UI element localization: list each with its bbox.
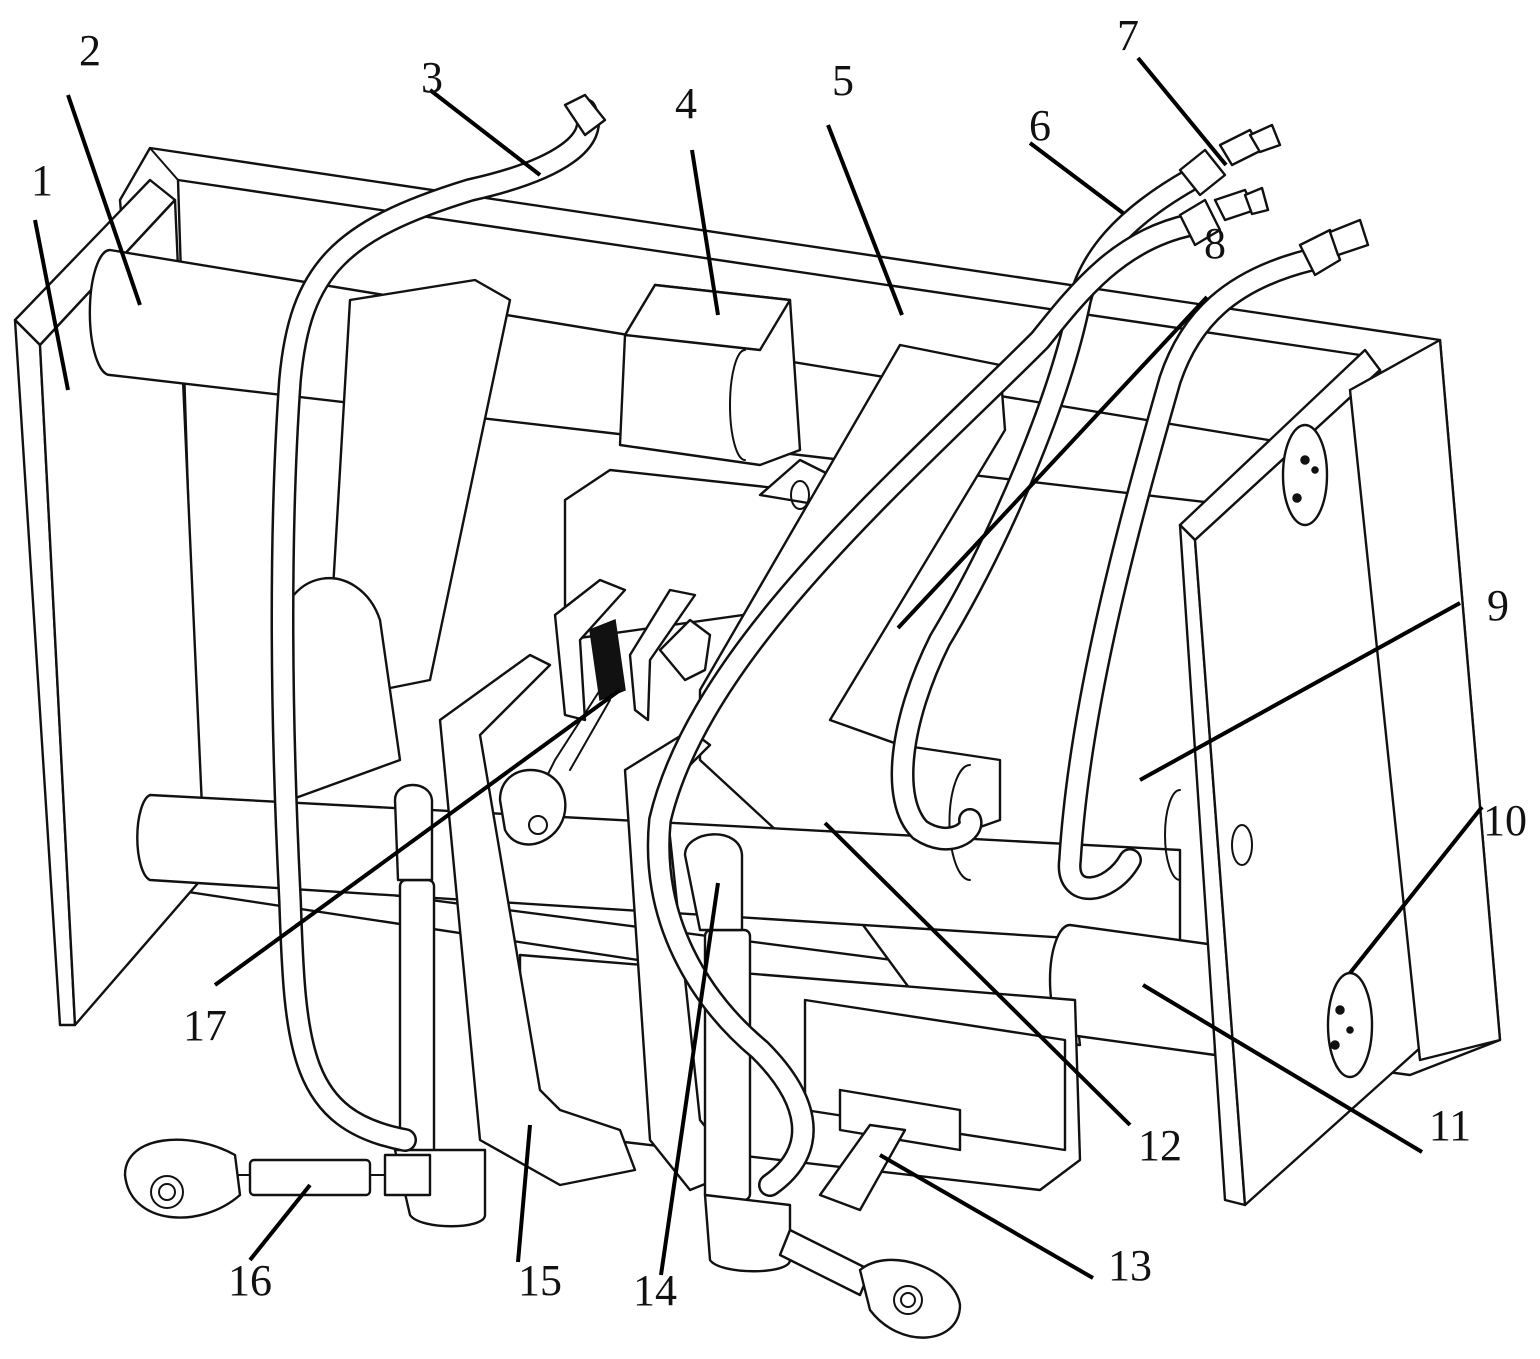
coupler-2 (1178, 186, 1270, 247)
leader-line-17 (213, 688, 622, 987)
callout-14: 14 (633, 882, 720, 1315)
callout-number-5: 5 (832, 56, 854, 105)
callout-9: 9 (1139, 581, 1509, 782)
callout-12: 12 (823, 821, 1182, 1170)
callout-number-8: 8 (1204, 219, 1226, 268)
callout-number-10: 10 (1483, 796, 1527, 845)
callout-number-15: 15 (518, 1256, 562, 1305)
leader-line-12 (823, 821, 1132, 1127)
leader-line-6 (1028, 141, 1125, 215)
coupler-3 (1298, 218, 1370, 277)
callout-17: 17 (183, 688, 622, 1050)
callout-5: 5 (826, 56, 904, 316)
coupler-1 (1178, 123, 1282, 197)
leader-line-3 (428, 88, 542, 177)
callout-2: 2 (66, 26, 142, 306)
callout-number-12: 12 (1138, 1121, 1182, 1170)
callout-number-16: 16 (228, 1256, 272, 1305)
callout-number-13: 13 (1108, 1241, 1152, 1290)
callout-number-6: 6 (1029, 101, 1051, 150)
coupler-hose-3 (563, 93, 607, 137)
leader-line-15 (516, 1124, 532, 1263)
callout-13: 13 (878, 1153, 1152, 1290)
left-lever-arm (273, 278, 512, 802)
callout-number-17: 17 (183, 1001, 227, 1050)
leader-line-1 (33, 219, 70, 391)
leader-line-7 (1136, 56, 1228, 167)
callout-11: 11 (1141, 983, 1471, 1154)
central-clevis-bracket (498, 578, 712, 846)
callout-16: 16 (228, 1183, 312, 1305)
callout-6: 6 (1028, 101, 1125, 215)
right-mounting-plate (1178, 338, 1502, 1207)
tube-clamp-block (618, 283, 802, 467)
hydraulic-hoses (270, 98, 1322, 1197)
callout-8: 8 (896, 219, 1226, 630)
callout-4: 4 (675, 79, 720, 316)
callout-1: 1 (31, 156, 70, 391)
left-hydraulic-cylinder (123, 783, 487, 1228)
leader-line-13 (878, 1153, 1095, 1280)
callout-number-3: 3 (421, 53, 443, 102)
leader-line-10 (1348, 805, 1484, 975)
leader-line-16 (248, 1183, 312, 1262)
callout-number-11: 11 (1429, 1101, 1471, 1150)
callout-10: 10 (1348, 796, 1527, 975)
leader-line-9 (1139, 601, 1461, 782)
leader-line-14 (659, 882, 720, 1276)
leader-line-4 (690, 149, 720, 316)
callout-number-4: 4 (675, 79, 697, 128)
leader-line-2 (66, 94, 142, 306)
callout-number-14: 14 (633, 1266, 677, 1315)
callout-number-7: 7 (1117, 11, 1139, 60)
leader-line-8 (896, 295, 1209, 630)
callout-3: 3 (421, 53, 542, 177)
callout-number-1: 1 (31, 156, 53, 205)
callout-7: 7 (1117, 11, 1228, 167)
callout-number-9: 9 (1487, 581, 1509, 630)
callout-15: 15 (516, 1124, 562, 1305)
leader-line-11 (1141, 983, 1424, 1154)
callout-number-2: 2 (79, 26, 101, 75)
leader-line-5 (826, 124, 904, 316)
quick-couplers (563, 93, 1370, 277)
